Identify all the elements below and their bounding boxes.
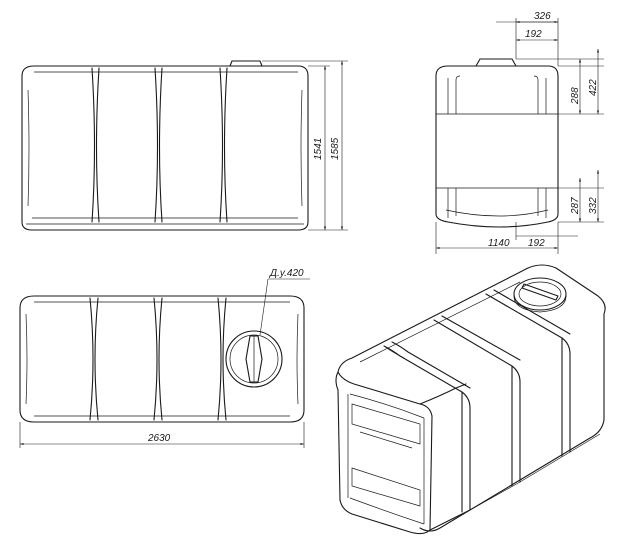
side-dimensions: 326 192 288 422 287 332 1140 192 (435, 11, 604, 254)
isometric-view (335, 264, 606, 535)
dim-bottom-band-height: 287 (570, 197, 581, 215)
dim-top-band-total: 422 (588, 79, 599, 96)
dim-top-band-height: 288 (570, 87, 581, 105)
dim-depth: 1140 (488, 238, 510, 249)
dim-neck-width: 192 (525, 29, 542, 40)
dim-height-outer: 1585 (330, 137, 341, 160)
front-view (21, 60, 309, 231)
top-view: Д.у.420 (19, 268, 310, 423)
dim-height-inner: 1541 (313, 138, 324, 160)
length-dimension: 2630 (19, 422, 305, 448)
dim-depth-offset: 192 (528, 238, 545, 249)
dim-width-top: 326 (534, 11, 551, 22)
nozzle-label: Д.у.420 (269, 268, 304, 279)
dim-bottom-band-total: 332 (588, 197, 599, 214)
side-view (435, 58, 559, 228)
front-height-dimensions: 1541 1585 (262, 60, 348, 231)
dim-length: 2630 (147, 433, 171, 444)
